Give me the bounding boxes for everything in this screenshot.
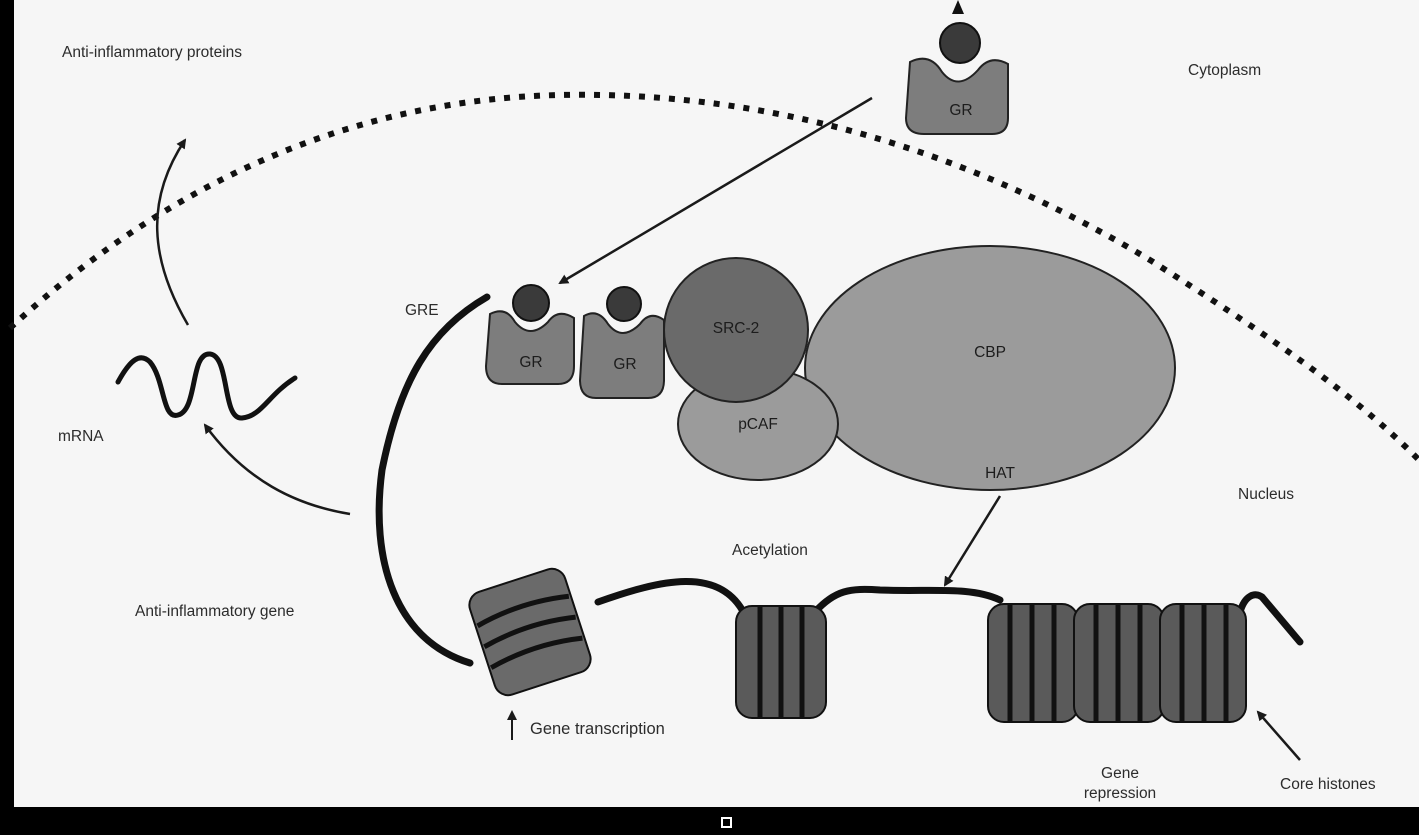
label-pcaf: pCAF [708,416,808,433]
core-histones-arrow [1258,712,1300,760]
gr-receptor-cytoplasm [906,59,1008,134]
label-cbp: CBP [940,344,1040,361]
label-nucleus: Nucleus [1238,486,1294,503]
label-mrna: mRNA [58,428,104,445]
cbp-protein [805,246,1175,490]
nuclear-gr-dimer [486,285,664,398]
label-gr-1: GR [494,354,568,371]
nucleosome-middle [736,606,826,718]
gr-receptor-1 [486,311,574,384]
incoming-steroid-arrow [952,0,964,14]
transcription-arrow [205,425,350,514]
label-gr-cytoplasm: GR [924,102,998,119]
label-core-histones: Core histones [1280,776,1376,793]
label-src2: SRC-2 [686,320,786,337]
dna-strand-linker-1 [598,581,745,615]
label-cytoplasm: Cytoplasm [1188,62,1261,79]
small-square-marker [721,817,732,828]
label-gene-transcription: Gene transcription [530,720,665,738]
nucleosomes-condensed [988,604,1246,722]
dna-strand-tail [1240,595,1300,642]
steroid-ligand-cytoplasm [940,23,980,63]
label-gene-repression-line2: repression [1060,785,1180,802]
acetylation-arrow [945,496,1000,585]
steroid-ligand-1 [513,285,549,321]
label-gene-repression-line1: Gene [1080,765,1160,782]
nucleosome-open [466,565,594,699]
mrna-strand [118,354,295,418]
label-gr-2: GR [588,356,662,373]
translation-arrow [157,140,188,325]
label-anti-inflammatory-proteins: Anti-inflammatory proteins [62,44,242,61]
label-acetylation: Acetylation [732,542,808,559]
steroid-ligand-2 [607,287,641,321]
label-gre: GRE [405,302,439,319]
dna-strand-linker-2 [815,589,1000,612]
translocation-arrow [560,98,872,283]
label-anti-inflammatory-gene: Anti-inflammatory gene [135,603,294,620]
label-hat: HAT [950,465,1050,482]
